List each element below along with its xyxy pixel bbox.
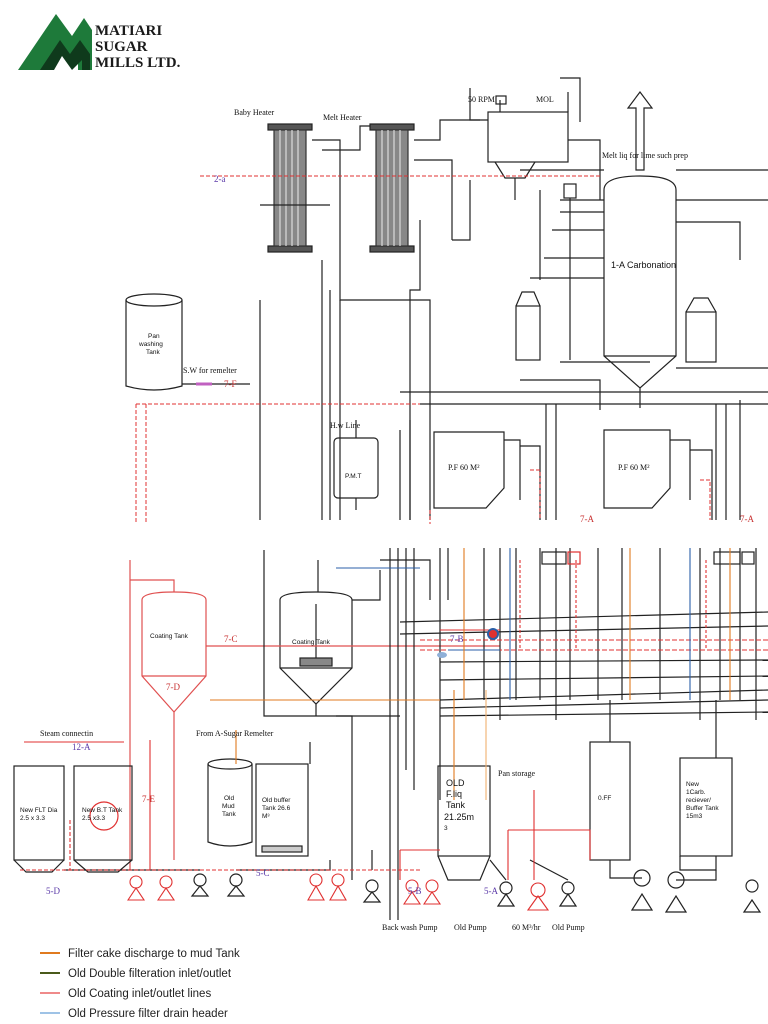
logo-line-1: MATIARI: [95, 23, 162, 39]
reference-tags: 2-a 7-F 7-A 7-A 7-C 7-B 7-D 12-A 7-E 5-C…: [46, 174, 754, 896]
small-filter-1: [515, 305, 541, 361]
pf2-label: P.F 60 M²: [618, 463, 650, 472]
old-fliq-line-5: 3: [444, 825, 448, 832]
legend: Filter cake discharge to mud Tank Old Do…: [40, 948, 240, 1020]
pressure-filter-1: [433, 431, 541, 520]
steam-connection-label: Steam connectin: [40, 729, 93, 738]
baby-heater-label: Baby Heater: [234, 108, 275, 117]
small-filter-2: [685, 311, 717, 363]
pan-storage-label: Pan storage: [498, 769, 536, 778]
carbonation-vessel: [603, 175, 677, 408]
from-a-sugar-label: From A-Sugar Remelter: [196, 729, 274, 738]
coating-tank-2: [279, 591, 353, 716]
pressure-filter-2: [603, 429, 713, 520]
ref-5d: 5-D: [46, 886, 60, 896]
new-carb-line-3: reciever/: [686, 797, 711, 804]
coating-tank-1: [141, 591, 207, 860]
old-buffer-tank: [255, 763, 309, 857]
old-buffer-line-3: M³: [262, 813, 270, 820]
old-pump-1-label: Old Pump: [454, 923, 487, 932]
old-pump-2-label: Old Pump: [552, 923, 585, 932]
pump-row: [190, 869, 762, 913]
old-buffer-line-1: Old buffer: [262, 797, 291, 804]
pan-washing-line-2: washing: [138, 341, 163, 348]
pan-washing-tank: [125, 293, 183, 391]
ref-7d: 7-D: [166, 682, 180, 692]
ref-7a-1: 7-A: [580, 514, 594, 524]
pump-60-label: 60 M³/hr: [512, 923, 541, 932]
old-mud-line-3: Tank: [222, 811, 236, 818]
new-bt-tank: [73, 765, 133, 861]
pan-washing-line-3: Tank: [146, 349, 160, 356]
melt-heater: [369, 123, 415, 253]
coating-tank-1-label: Coating Tank: [150, 633, 189, 640]
old-fliq-line-1: OLD: [446, 778, 465, 788]
legend-label-3: Old Coating inlet/outlet lines: [68, 988, 211, 1000]
logo-line-3: MILLS LTD.: [95, 55, 181, 71]
back-wash-pump-label: Back wash Pump: [382, 923, 438, 932]
coating-tank-2-label: Coating Tank: [292, 639, 331, 646]
melt-heater-label: Melt Heater: [323, 113, 362, 122]
legend-label-1: Filter cake discharge to mud Tank: [68, 948, 240, 960]
ref-2a: 2-a: [214, 174, 226, 184]
ref-7e: 7-E: [142, 794, 155, 804]
mol-label: MOL: [536, 95, 554, 104]
sw-remelter-label: S.W for remelter: [183, 366, 237, 375]
lower-section: [13, 548, 768, 920]
ref-5a: 5-A: [484, 886, 498, 896]
new-flt-tank: [13, 765, 65, 861]
old-buffer-line-2: Tank 26.6: [262, 805, 291, 812]
pf1-label: P.F 60 M²: [448, 463, 480, 472]
ref-5c: 5-C: [256, 868, 270, 878]
baby-heater: [267, 123, 313, 253]
new-bt-line-2: 2.5 x3.3: [82, 815, 106, 822]
hw-line-label: H.w Line: [330, 421, 361, 430]
old-fliq-line-4: 21.25m: [444, 812, 474, 822]
new-carb-receiver: [679, 757, 733, 857]
old-fliq-line-3: Tank: [446, 800, 466, 810]
old-mud-tank: [207, 758, 253, 847]
mol-tank: [487, 111, 569, 163]
text-labels: Baby Heater Melt Heater 50 RPM MOL Melt …: [20, 95, 719, 932]
legend-label-4: Old Pressure filter drain header: [68, 1008, 228, 1020]
new-carb-line-2: 1Carb.: [686, 789, 706, 796]
ref-7c: 7-C: [224, 634, 238, 644]
ref-7b: 7-B: [450, 634, 464, 644]
new-flt-line-1: New FLT Dia: [20, 807, 58, 814]
legend-label-2: Old Double filteration inlet/outlet: [68, 968, 232, 980]
logo-line-2: SUGAR: [95, 39, 148, 55]
new-flt-line-2: 2.5 x 3.3: [20, 815, 45, 822]
ref-5b: 5-B: [408, 886, 422, 896]
valve-highlight: [487, 628, 499, 640]
carbonation-label: 1-A Carbonation: [611, 260, 676, 270]
old-fliq-tank: [437, 765, 491, 857]
new-carb-line-5: 15m3: [686, 813, 703, 820]
new-carb-line-4: Buffer Tank: [686, 805, 719, 812]
pmt-label: P.M.T: [345, 473, 362, 480]
company-logo: MATIARI SUGAR MILLS LTD.: [18, 14, 181, 71]
old-fliq-line-2: F.liq: [446, 789, 462, 799]
upper-section: [125, 77, 768, 520]
new-carb-line-1: New: [686, 781, 699, 788]
ref-7f: 7-F: [224, 379, 237, 389]
rpm-label: 50 RPM: [468, 95, 495, 104]
ref-7a-2: 7-A: [740, 514, 754, 524]
old-mud-line-1: Old: [224, 795, 235, 802]
old-mud-line-2: Mud: [222, 803, 235, 810]
off-tank-label: 0.FF: [598, 795, 611, 802]
pan-washing-line-1: Pan: [148, 333, 160, 340]
ref-12a: 12-A: [72, 742, 91, 752]
melt-liq-label: Melt liq for lime such prep: [602, 151, 688, 160]
new-bt-line-1: New B.T Tank: [82, 807, 123, 814]
